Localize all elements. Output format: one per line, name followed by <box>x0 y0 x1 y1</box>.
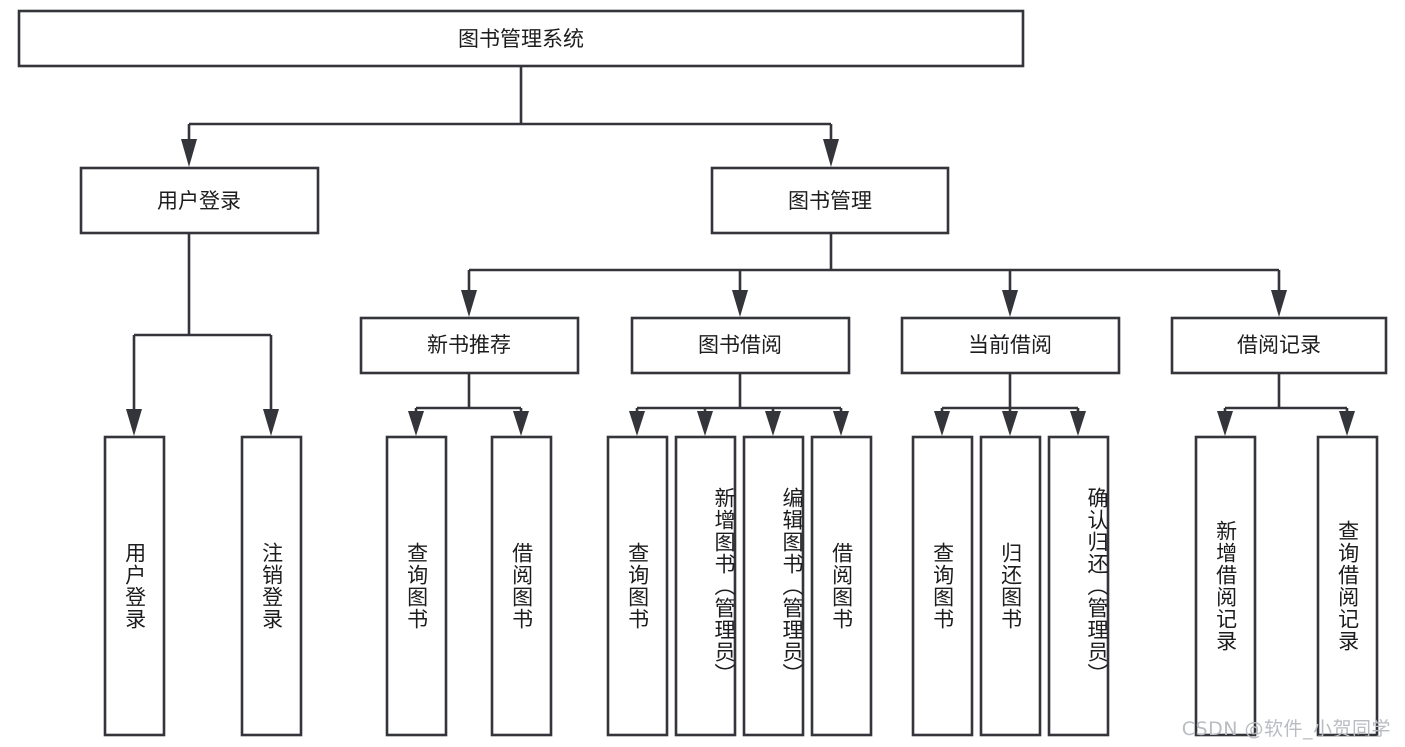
user-login-label: 用户登录 <box>157 189 241 213</box>
arrow-to-leaf-return-book <box>1002 411 1018 436</box>
leaf-edit-book-box[interactable] <box>742 435 805 737</box>
book-manage-label: 图书管理 <box>788 189 872 213</box>
book-borrow-label: 图书借阅 <box>698 333 782 357</box>
book-manage-box[interactable] <box>710 166 950 235</box>
leaf-borrow-book-1-box[interactable] <box>490 435 553 737</box>
arrow-to-leaf-query-record <box>1339 411 1355 436</box>
arrow-to-book-borrow <box>732 290 748 317</box>
root-box[interactable] <box>17 9 1025 68</box>
leaf-query-book-2-box[interactable] <box>606 435 669 737</box>
node-current-borrow[interactable]: 当前借阅 <box>900 316 1121 375</box>
arrow-to-book-manage <box>823 139 839 167</box>
node-book-manage[interactable]: 图书管理 <box>710 166 950 235</box>
leaf-query-book-3-box[interactable] <box>911 435 974 737</box>
user-login-box[interactable] <box>79 166 320 235</box>
book-borrow-box[interactable] <box>630 316 851 375</box>
node-user-login[interactable]: 用户登录 <box>79 166 320 235</box>
current-borrow-box[interactable] <box>900 316 1121 375</box>
arrow-to-leaf-add-record <box>1217 411 1233 436</box>
leaf-user-logout-box[interactable] <box>240 435 303 737</box>
node-book-borrow[interactable]: 图书借阅 <box>630 316 851 375</box>
node-root[interactable]: 图书管理系统 <box>17 9 1025 68</box>
arrow-to-new-book-rec <box>461 290 477 317</box>
arrow-to-leaf-borrow-book-2 <box>833 411 849 436</box>
arrow-to-leaf-user-logout <box>263 409 279 436</box>
arrow-to-leaf-query-book-3 <box>934 411 950 436</box>
leaf-borrow-book-2-box[interactable] <box>810 435 873 737</box>
arrow-to-leaf-edit-book <box>765 411 781 436</box>
arrow-to-current-borrow <box>1002 290 1018 317</box>
edges <box>126 66 1355 436</box>
leaf-query-book-1-box[interactable] <box>385 435 448 737</box>
current-borrow-label: 当前借阅 <box>968 333 1052 357</box>
new-book-rec-label: 新书推荐 <box>427 333 511 357</box>
borrow-record-box[interactable] <box>1170 316 1388 375</box>
arrow-to-leaf-query-book-2 <box>629 411 645 436</box>
arrow-to-leaf-user-login <box>126 409 142 436</box>
arrow-to-leaf-confirm-return <box>1070 411 1086 436</box>
borrow-record-label: 借阅记录 <box>1237 333 1321 357</box>
node-new-book-rec[interactable]: 新书推荐 <box>359 316 580 375</box>
arrow-to-leaf-borrow-book-1 <box>513 411 529 436</box>
arrow-to-leaf-query-book-1 <box>408 411 424 436</box>
arrow-to-leaf-add-book <box>697 411 713 436</box>
leaf-boxes <box>103 435 1379 737</box>
arrow-to-user-login <box>181 139 197 167</box>
leaf-user-login-box[interactable] <box>103 435 166 737</box>
csdn-watermark: CSDN @软件_小贺同学 <box>1181 718 1391 740</box>
root-label: 图书管理系统 <box>458 27 584 51</box>
leaf-query-record-box[interactable] <box>1316 435 1379 737</box>
node-borrow-record[interactable]: 借阅记录 <box>1170 316 1388 375</box>
leaf-confirm-return-box[interactable] <box>1047 435 1110 737</box>
arrow-to-borrow-record <box>1271 290 1287 317</box>
leaf-add-book-box[interactable] <box>674 435 737 737</box>
new-book-rec-box[interactable] <box>359 316 580 375</box>
leaf-return-book-box[interactable] <box>979 435 1042 737</box>
leaf-add-record-box[interactable] <box>1194 435 1257 737</box>
